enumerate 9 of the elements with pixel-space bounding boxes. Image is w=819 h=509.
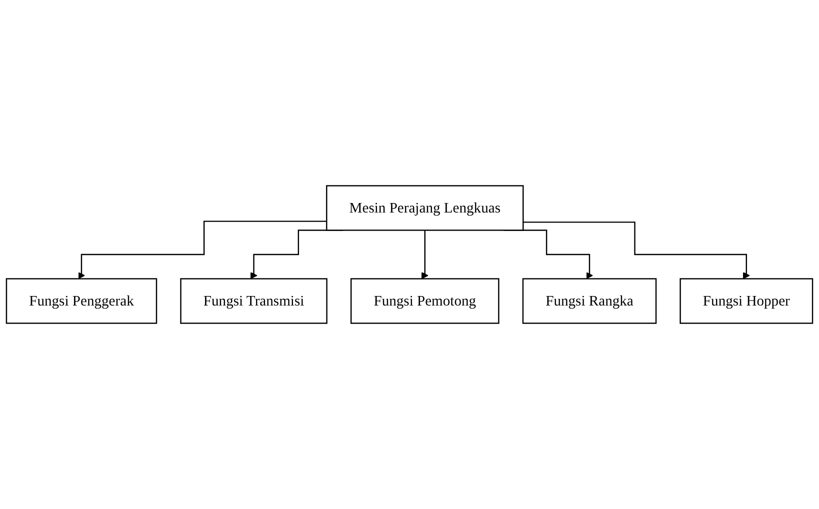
node-box: Fungsi Hopper [680, 278, 814, 324]
node-box: Fungsi Pemotong [350, 278, 500, 324]
node-box: Fungsi Rangka [522, 278, 657, 324]
arrow [523, 222, 750, 280]
node-box: Fungsi Penggerak [6, 278, 158, 324]
node-box: Mesin Perajang Lengkuas [326, 185, 524, 231]
arrow [421, 230, 428, 280]
arrow [78, 220, 327, 280]
node-box: Fungsi Transmisi [180, 278, 328, 324]
